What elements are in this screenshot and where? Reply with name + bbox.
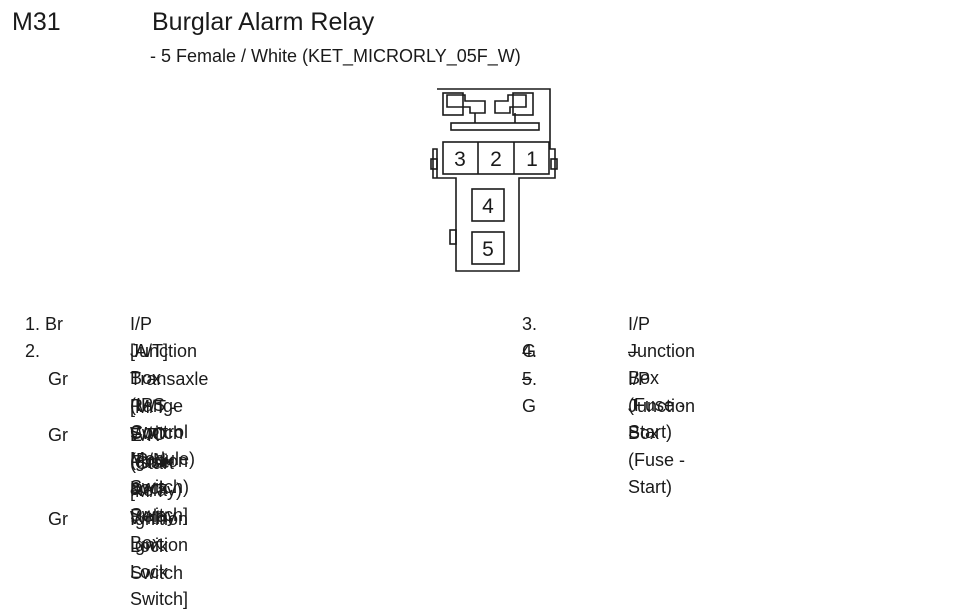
pin-cavity-5 — [471, 231, 505, 265]
lower-latch-nub — [449, 229, 457, 245]
pin-row-upper — [442, 141, 550, 175]
pin-variant-condition: [A/T] — [130, 341, 169, 361]
right-latch — [494, 94, 527, 114]
connector-subtitle: - 5 Female / White (KET_MICRORLY_05F_W) — [150, 46, 521, 66]
pin-cavity-4 — [471, 188, 505, 222]
pin-number: 4. – — [522, 341, 538, 388]
page-title: Burglar Alarm Relay — [152, 8, 375, 36]
left-latch-nub — [430, 158, 438, 170]
housing-outline — [432, 88, 556, 272]
pin-description: I/P Junction Box (IPS Control Module) — [130, 314, 198, 469]
pin-label-1: 1 — [526, 148, 538, 171]
left-latch-box — [442, 92, 464, 116]
right-latch-nub — [550, 158, 558, 170]
pin-description: Ignition Lock Switch — [130, 509, 189, 583]
pin-number: 1. Br — [25, 314, 64, 334]
pin-description: – — [628, 341, 639, 361]
pin-description: (Start Relay) — [130, 453, 183, 500]
wire-color: Gr — [48, 509, 68, 529]
pin-description: I/P Junction Box (Fuse - Start) — [628, 369, 696, 497]
connector-face-diagram: 3 2 1 4 5 — [430, 88, 558, 272]
pin-label-2: 2 — [490, 148, 502, 171]
left-latch — [446, 94, 486, 114]
pin-variant-condition: [M/T - W/O Ignition Lock Switch] — [130, 397, 189, 525]
pin-label-4: 4 — [482, 195, 494, 218]
pin-description: I/P Junction Box (Fuse - Start) — [628, 314, 696, 442]
pin-description: Transaxle Range Switch (P/N Switch) — [130, 369, 209, 497]
wire-color: Gr — [48, 369, 68, 389]
pin-number: 3. G — [522, 314, 538, 361]
wire-color: Gr — [48, 425, 68, 445]
right-latch-box — [512, 92, 534, 116]
pin-number: 2. — [25, 341, 41, 361]
pin-number: 5. G — [522, 369, 538, 416]
connector-code: M31 — [12, 8, 61, 36]
key-bar — [450, 122, 540, 131]
pin-label-5: 5 — [482, 238, 494, 261]
pin-label-3: 3 — [454, 148, 466, 171]
